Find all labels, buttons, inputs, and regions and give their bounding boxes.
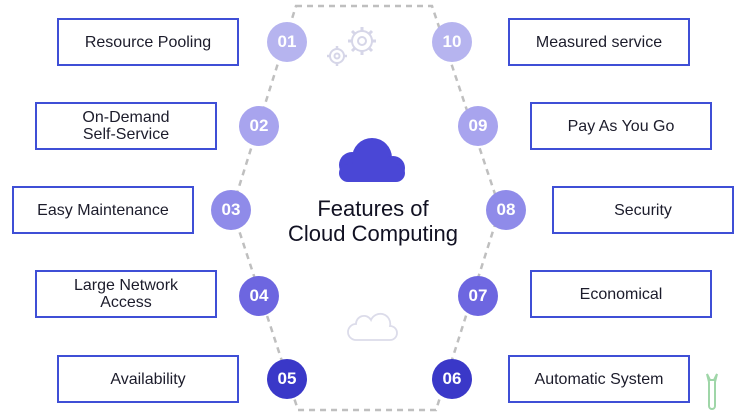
feature-box-10: Measured service [508,18,690,66]
number-badge-04: 04 [239,276,279,316]
number-badge-02: 02 [239,106,279,146]
cloud-outline-icon [347,312,398,341]
feature-box-04: Large Network Access [35,270,217,318]
number-badge-03: 03 [211,190,251,230]
dashed-ring [230,4,502,412]
feature-box-05: Availability [57,355,239,403]
gears-icon [327,27,376,66]
number-badge-01: 01 [267,22,307,62]
number-badge-09: 09 [458,106,498,146]
feature-box-01: Resource Pooling [57,18,239,66]
feature-box-03: Easy Maintenance [12,186,194,234]
number-badge-08: 08 [486,190,526,230]
feature-box-02: On-Demand Self-Service [35,102,217,150]
feature-box-08: Security [552,186,734,234]
cloud-icon [339,138,405,182]
number-badge-10: 10 [432,22,472,62]
feature-box-09: Pay As You Go [530,102,712,150]
number-badge-05: 05 [267,359,307,399]
wrench-icon [706,373,718,410]
number-badge-07: 07 [458,276,498,316]
number-badge-06: 06 [432,359,472,399]
feature-box-07: Economical [530,270,712,318]
diagram-title: Features of Cloud Computing [288,196,458,246]
feature-box-06: Automatic System [508,355,690,403]
